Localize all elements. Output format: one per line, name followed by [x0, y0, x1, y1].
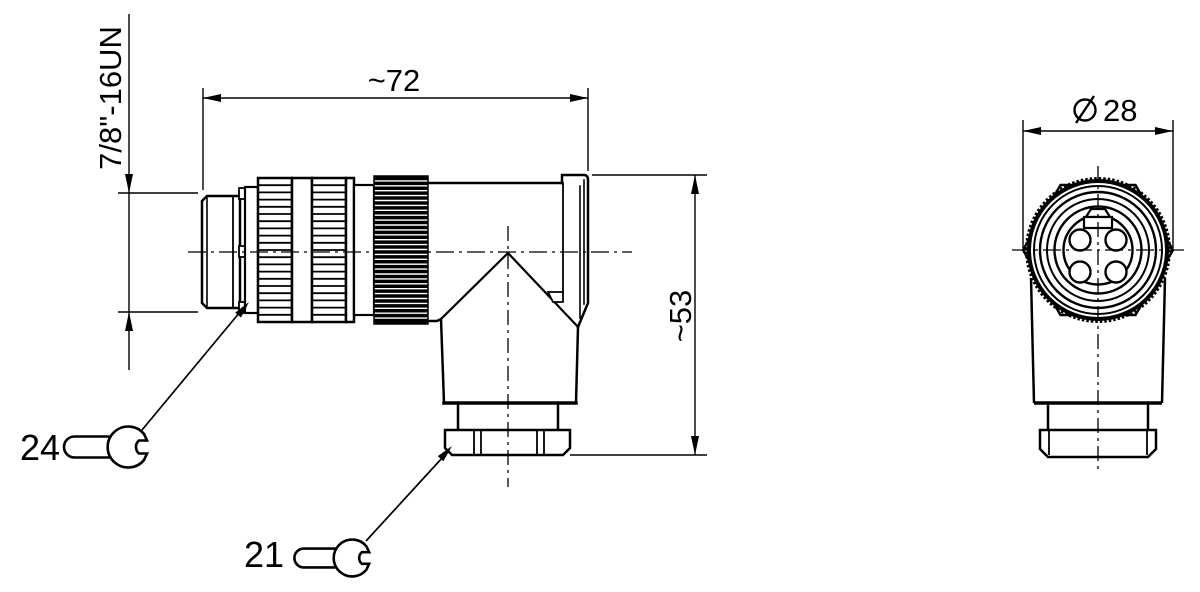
wrench-size-24-label: 24 — [20, 427, 60, 468]
knurl-band-b — [312, 184, 346, 316]
centerlines — [188, 166, 1184, 487]
callout-21: 21 — [244, 446, 452, 578]
front-body — [1029, 277, 1167, 459]
thread-spec-label: 7/8"-16UN — [93, 26, 128, 170]
pin-1 — [1068, 228, 1092, 252]
coupling-nut — [256, 176, 376, 324]
side-view — [200, 173, 590, 457]
wrench-icon — [62, 425, 150, 469]
dim-overall-length: ~72 — [202, 63, 589, 190]
wrench-size-21-label: 21 — [244, 534, 284, 575]
diameter-symbol — [1073, 95, 1097, 124]
latch-notch — [546, 291, 564, 303]
miter-edge — [439, 251, 580, 329]
dim-overall-length-label: ~72 — [368, 63, 421, 98]
locking-ring — [373, 175, 429, 325]
wrench-callouts: 24 21 — [20, 302, 452, 578]
knurl-band-a — [258, 184, 292, 316]
arrowhead-left — [1023, 127, 1041, 135]
pin-3 — [1068, 260, 1092, 284]
arrowhead-left — [203, 94, 221, 102]
arrowhead-down — [691, 436, 699, 455]
arrowhead-up — [691, 175, 699, 194]
leader-line — [141, 311, 241, 431]
wrench-icon — [293, 538, 372, 578]
locking-ring-knurl — [374, 180, 428, 319]
housing-body — [426, 173, 590, 405]
dim-diameter-label: 28 — [1103, 93, 1137, 128]
dim-overall-height: ~53 — [570, 174, 707, 456]
pin-4 — [1104, 260, 1128, 284]
arrowhead-right — [1155, 127, 1173, 135]
arrowhead-up — [125, 312, 133, 331]
dimensions-side: ~72 7/8"-16UN ~53 — [93, 14, 707, 456]
arrowhead-right — [570, 94, 588, 102]
front-view: 28 — [1021, 93, 1175, 459]
leader-line — [365, 456, 444, 542]
dim-diameter: 28 — [1022, 93, 1174, 248]
leader-arrowhead — [235, 302, 249, 318]
callout-24: 24 — [20, 302, 249, 469]
arrowhead-down — [125, 174, 133, 193]
dim-overall-height-label: ~53 — [663, 290, 698, 343]
collar — [238, 185, 260, 315]
front-gland-nut — [1038, 428, 1158, 459]
pin-2 — [1104, 228, 1128, 252]
leader-arrowhead — [437, 446, 452, 462]
dim-thread: 7/8"-16UN — [93, 14, 198, 370]
